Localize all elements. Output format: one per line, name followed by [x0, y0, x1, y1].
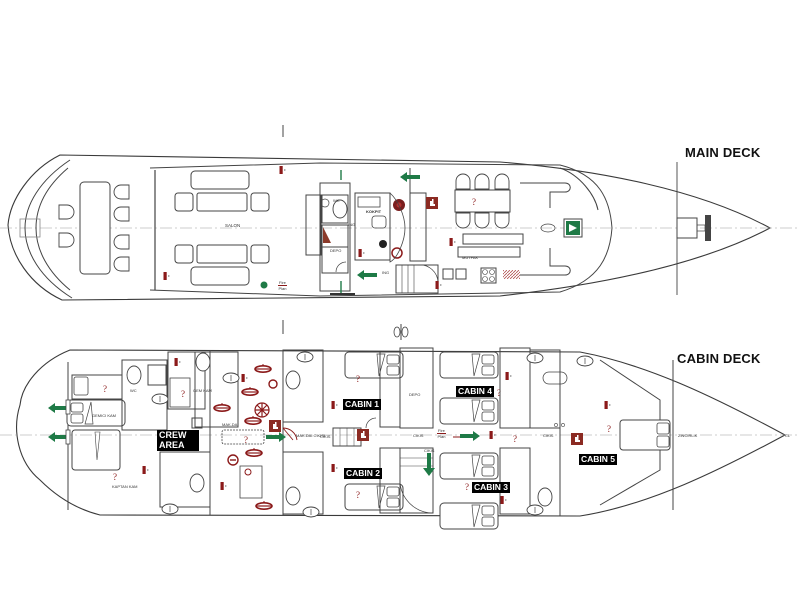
fire-plan-cabin-top: Fire	[437, 428, 446, 434]
fire-plan-main-top: Fire	[278, 280, 287, 286]
cabin-deck-title: CABIN DECK	[677, 351, 761, 366]
salon	[154, 166, 286, 290]
label-ing-1: ING	[348, 222, 356, 227]
room-label-salon: SALON	[225, 223, 241, 228]
room-label-zincirlik: ZINCIRLIK	[678, 433, 698, 438]
label-cikis-4: CIKIS	[424, 448, 435, 453]
room-label-depo-main: DEPO	[330, 248, 342, 253]
room-label-depo-cabin: DEPO	[409, 392, 421, 397]
label-cikis-3: CIKIS	[543, 433, 554, 438]
label-cl: CL	[785, 433, 791, 438]
mutfak-dining	[442, 173, 524, 284]
cabin-2-label: CABIN 2	[344, 468, 383, 479]
room-label-makine-cikisi: MAK.DAI CIKISI	[296, 433, 326, 438]
fire-plan-cabin: Fire Plan	[437, 428, 446, 439]
room-label-makine: MAK.DAI	[222, 422, 239, 427]
cabin-3-label: CABIN 3	[472, 482, 511, 493]
aft-seating	[19, 159, 130, 299]
label-cikis-2: CIKIS	[413, 433, 424, 438]
kokpit-block	[305, 168, 438, 295]
forward-deck	[520, 167, 711, 276]
engine-room	[209, 350, 286, 515]
room-label-wc-crew: WC	[130, 388, 137, 393]
cabin-1-label: CABIN 1	[343, 399, 382, 410]
fire-plan-main-bottom: Plan	[278, 286, 287, 291]
main-stairs	[395, 264, 442, 294]
room-label-kaptan-kam: KAPTAN KAM	[112, 484, 138, 489]
main-deck-title: MAIN DECK	[685, 145, 761, 160]
label-cikis-1: CIKIS	[320, 434, 331, 439]
cabin-5-area	[526, 349, 671, 516]
room-label-gemici-kam: GEMICI KAM	[92, 413, 117, 418]
cabin-5-label: CABIN 5	[579, 454, 618, 465]
room-label-kokpit: KOKPIT	[366, 209, 382, 214]
fire-plan-cabin-bottom: Plan	[437, 434, 446, 439]
room-label-mutfak: MUTFAK	[462, 255, 479, 260]
room-label-wc-main: WC	[333, 198, 340, 203]
room-label-gem-kam: GEM KAM	[193, 388, 212, 393]
crew-area	[48, 351, 248, 515]
centre-depo	[399, 347, 517, 514]
label-ing-2: ING	[382, 270, 390, 275]
cabin-4-label: CABIN 4	[456, 386, 495, 397]
fire-plan-main: Fire Plan	[278, 280, 287, 291]
